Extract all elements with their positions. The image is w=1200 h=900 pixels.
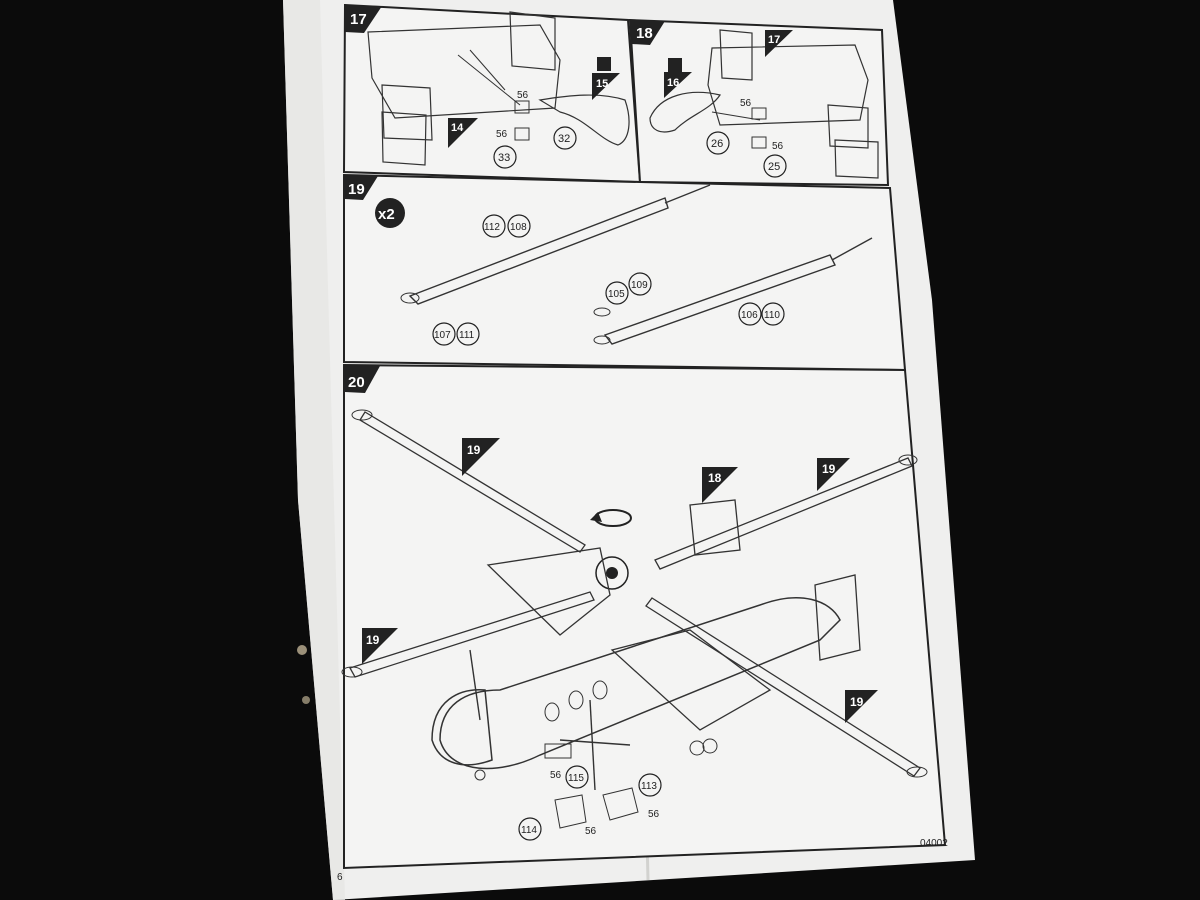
part-111: 111: [459, 330, 475, 341]
part-25: 25: [768, 161, 780, 173]
part-56-d: 56: [772, 141, 784, 152]
part-105: 105: [608, 289, 625, 300]
ref-16: 16: [667, 77, 679, 89]
part-114: 114: [521, 825, 537, 836]
ref-19-bottom: 19: [850, 695, 864, 709]
part-113: 113: [641, 781, 657, 792]
step-18-panel: 18 16 17 56 56 26 25: [628, 18, 890, 187]
part-56-a: 56: [517, 90, 529, 101]
page-number: 6: [337, 872, 343, 883]
step-17-number: 17: [350, 11, 367, 28]
part-32: 32: [558, 133, 570, 145]
part-56-f: 56: [648, 809, 660, 820]
part-112: 112: [484, 222, 500, 233]
part-33: 33: [498, 152, 510, 164]
part-115: 115: [568, 773, 584, 784]
step-19-panel: 19 x2 112 108 107 111 105 109 106 110: [343, 173, 907, 372]
step-20-number: 20: [348, 374, 365, 391]
part-109: 109: [631, 280, 648, 291]
catalog-code: 04002: [920, 838, 948, 849]
part-56-g: 56: [585, 826, 597, 837]
part-56-b: 56: [496, 129, 508, 140]
part-56-c: 56: [740, 98, 752, 109]
part-108: 108: [510, 222, 527, 233]
part-26: 26: [711, 138, 723, 150]
part-106: 106: [741, 310, 758, 321]
step-19-number: 19: [348, 181, 365, 198]
ref-19-right: 19: [822, 462, 836, 476]
ref-14: 14: [451, 122, 464, 134]
part-110: 110: [764, 310, 780, 321]
step-18-number: 18: [636, 25, 653, 42]
part-107: 107: [434, 330, 451, 341]
ref-17: 17: [768, 34, 780, 46]
ref-19-top: 19: [467, 443, 481, 457]
step-20-panel: 20: [341, 363, 947, 870]
part-56-e: 56: [550, 770, 562, 781]
ref-18: 18: [708, 471, 722, 485]
step-17-panel: 17 14 15 56 56 32 33: [342, 3, 642, 184]
ref-15: 15: [596, 78, 608, 90]
ref-19-left: 19: [366, 633, 380, 647]
quantity-multiplier: x2: [378, 206, 395, 223]
